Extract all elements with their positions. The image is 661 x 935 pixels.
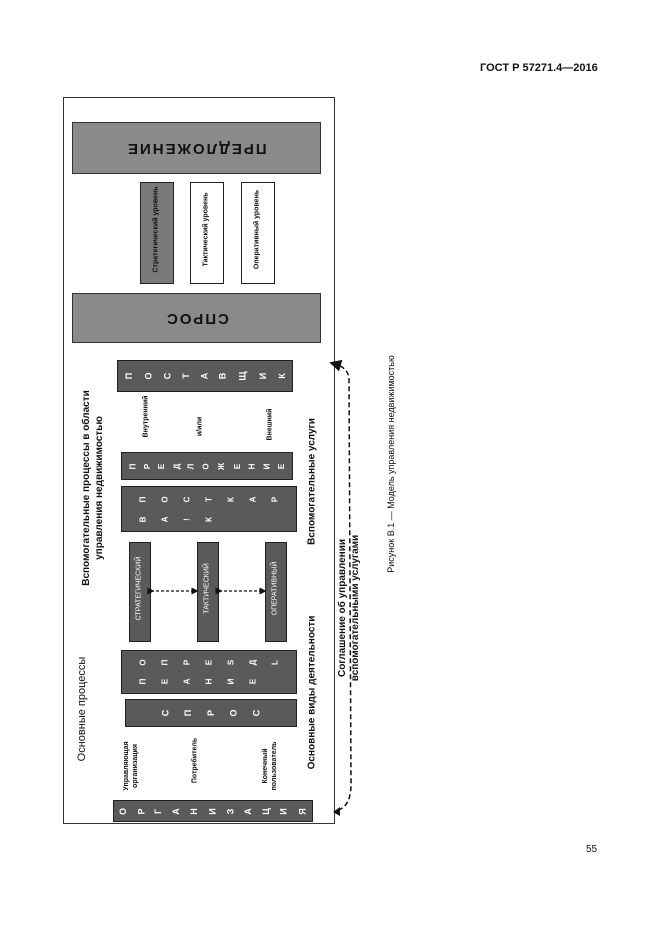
suppliers-letter: О xyxy=(143,372,154,380)
strategic-level-box xyxy=(140,182,174,284)
operational-level-box xyxy=(241,182,275,284)
suppliers-letter: С xyxy=(162,372,173,380)
suppliers-letter: Щ xyxy=(237,371,248,381)
main-activities-heading: Основные виды деятельности xyxy=(306,615,318,770)
suppliers-letter: В xyxy=(217,372,228,380)
deliveries-letter: А xyxy=(248,496,258,502)
support-services-heading: Вспомогательные услуги xyxy=(306,418,318,545)
offers-letter: Л xyxy=(186,463,196,469)
agreement-dashed-arrow xyxy=(329,359,352,811)
deliveries-letter: Р xyxy=(270,496,280,502)
offers-letter: Е xyxy=(232,463,242,469)
suppliers-letter: А xyxy=(198,372,209,380)
offers-letter: Ж xyxy=(217,462,227,470)
deliveries-letter: К xyxy=(226,496,236,502)
offers-letter: О xyxy=(201,462,211,470)
offers-letter: И xyxy=(262,463,272,469)
offers-letter: П xyxy=(128,463,138,469)
agreement-label: Соглашение об управлении вспомогательным… xyxy=(337,534,361,682)
deliveries-letter: К xyxy=(204,516,214,522)
deliveries-letter: О xyxy=(160,495,170,503)
supplier-internal: Внутренний xyxy=(142,395,150,438)
deliveries-letter: А xyxy=(160,516,170,522)
supplier-external: Внешний xyxy=(266,408,274,441)
page-number: 55 xyxy=(586,844,598,855)
supplier-andor: и/или xyxy=(196,416,204,437)
demand-bar: СПРОС xyxy=(72,293,321,343)
deliveries-letter: ! xyxy=(182,517,192,521)
figure-caption: Рисунок В.1 — Модель управления недвижим… xyxy=(386,355,396,573)
offers-letter: Е xyxy=(276,463,286,469)
deliveries-letter: П xyxy=(138,496,148,502)
deliveries-letter: В xyxy=(138,516,148,522)
document-code: ГОСТ Р 57271.4—2016 xyxy=(480,62,598,74)
suppliers-letter: П xyxy=(124,372,135,380)
suppliers-letter: И xyxy=(257,372,268,380)
offers-letter: Е xyxy=(157,463,167,469)
suppliers-letter: К xyxy=(276,373,287,379)
deliveries-column: П О С Т К А Р В А! К xyxy=(121,486,297,532)
offers-letter: Н xyxy=(247,463,257,469)
supply-bar: ПРЕДЛОЖЕНИЕ xyxy=(72,122,321,174)
suppliers-letter: Т xyxy=(180,373,191,379)
deliveries-letter: С xyxy=(182,496,192,502)
offers-letter: Р xyxy=(142,463,152,469)
offers-letter: Д xyxy=(171,463,181,469)
tactical-level-box xyxy=(190,182,224,284)
diagram-frame xyxy=(63,97,335,824)
deliveries-letter: Т xyxy=(204,496,214,502)
